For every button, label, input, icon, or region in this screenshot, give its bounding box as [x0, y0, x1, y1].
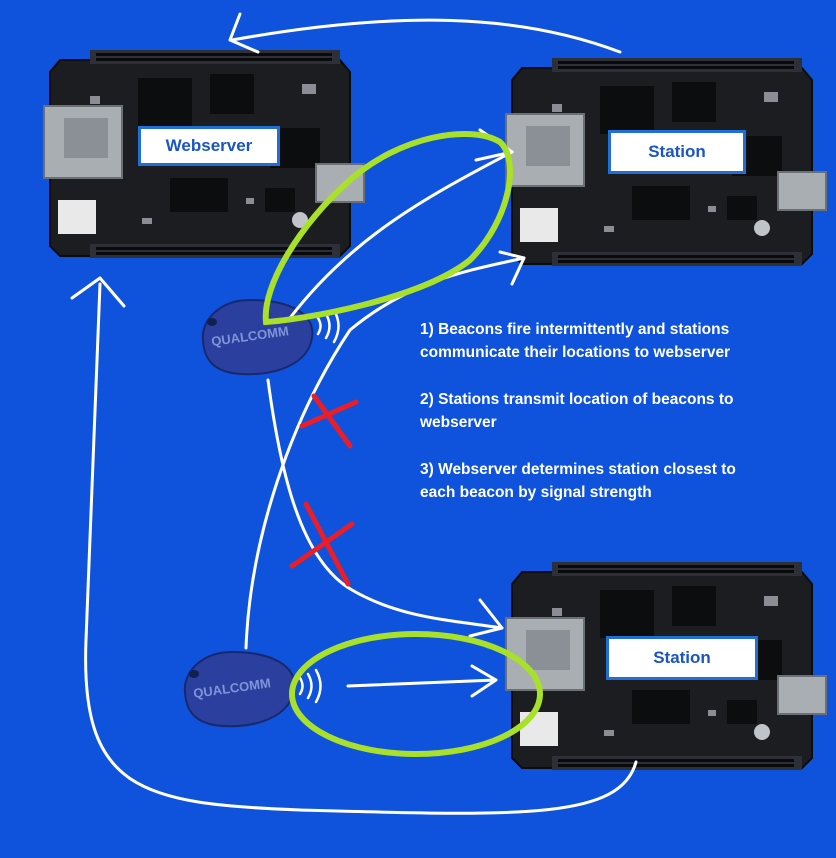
highlight-loop-top [262, 130, 513, 326]
wifi-signal-icon [298, 668, 322, 704]
note-1: 1) Beacons fire intermittently and stati… [420, 321, 731, 361]
arrow-beacon-bottom-to-station-top-blocked [244, 256, 526, 650]
arrow-beacon-bottom-to-station-bottom [346, 678, 498, 688]
arrow-station-bottom-to-webserver [84, 282, 638, 815]
arrow-head [470, 664, 498, 698]
station-bottom-label: Station [606, 636, 758, 680]
arrow-head [498, 250, 526, 286]
arrow-head [228, 12, 260, 54]
arrow-beacon-top-to-station-bottom-blocked [266, 378, 504, 630]
note-2: 2) Stations transmit location of beacons… [420, 391, 734, 431]
station-top-label: Station [608, 130, 746, 174]
red-x-icon [299, 393, 359, 449]
red-x-icon [289, 501, 355, 587]
beacon-bottom: QUALCOMM [183, 651, 296, 728]
arrow-beacon-top-to-station-top [288, 150, 514, 320]
note-3: 3) Webserver determines station closest … [420, 461, 736, 501]
webserver-label: Webserver [138, 126, 280, 166]
arrow-head [70, 276, 126, 308]
notes-panel: 1) Beacons fire intermittently and stati… [420, 318, 770, 528]
arrow-head [468, 598, 504, 638]
arrow-station-to-webserver [230, 18, 622, 54]
highlight-loop-bottom [289, 631, 543, 757]
beacon-top: QUALCOMM [201, 299, 314, 376]
